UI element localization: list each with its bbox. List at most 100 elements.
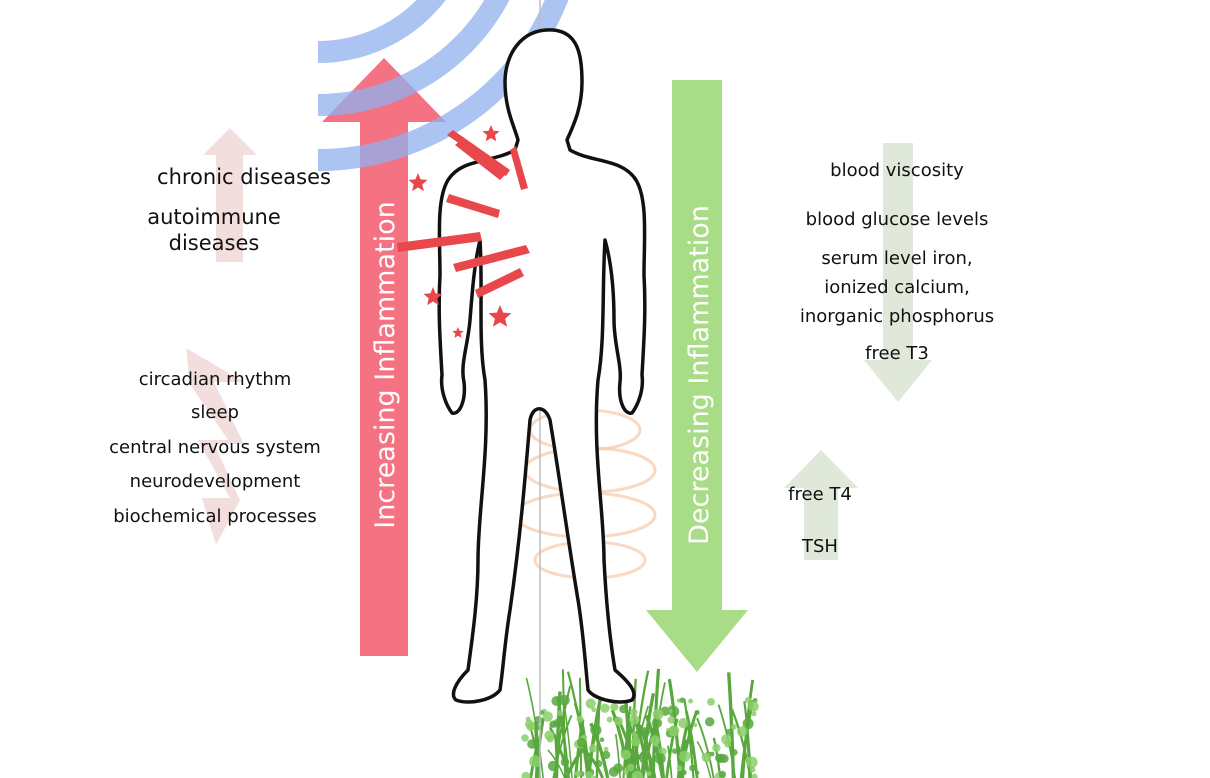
faint-down-arrow-blood (864, 143, 932, 402)
label-autoimmune: autoimmune (147, 205, 281, 229)
label-central-nervous-system: central nervous system (109, 437, 321, 458)
grass-blade (727, 672, 736, 778)
grass-leaf (588, 744, 598, 753)
grass-leaf (705, 717, 715, 727)
grass-leaf (695, 770, 700, 775)
human-silhouette (437, 28, 647, 704)
grass-leaf (676, 765, 683, 772)
label-sleep: sleep (191, 402, 239, 423)
inflammation-burst (397, 125, 530, 338)
grass-leaf (748, 701, 759, 712)
grass-leaf (576, 737, 587, 748)
grass-leaf (651, 717, 663, 729)
grass-leaf (560, 757, 570, 767)
increasing-inflammation-label: Increasing Inflammation (370, 201, 401, 528)
grass-leaf (553, 718, 563, 728)
label-diseases: diseases (168, 231, 260, 255)
grass-leaf (533, 724, 541, 731)
grass-leaf (707, 698, 715, 706)
grass-leaf (749, 766, 756, 773)
grass-leaf (599, 737, 605, 743)
grass-leaf (716, 753, 726, 763)
grass-leaf (629, 708, 638, 717)
grass-leaf (629, 714, 640, 725)
grass-leaf (751, 773, 758, 778)
grass-leaf (668, 725, 680, 737)
grass-leaf (619, 704, 628, 714)
grass-leaf (610, 703, 619, 712)
grass-leaf (601, 750, 611, 760)
grass-leaf (742, 718, 754, 730)
grass-leaf (725, 728, 733, 736)
grass-leaf (631, 737, 641, 747)
grass-leaf (558, 694, 570, 706)
grass-leaf (534, 716, 543, 724)
grass-leaf (737, 726, 748, 737)
label-ionized-calcium: ionized calcium, (824, 277, 970, 298)
grass-leaf (603, 746, 609, 752)
grass-leaf (600, 703, 610, 713)
grass-leaf (679, 750, 691, 762)
grass-leaf (650, 735, 661, 746)
grass-leaf (668, 705, 680, 718)
grass-leaf (613, 763, 624, 774)
grass-leaf (689, 764, 696, 772)
grass-blade (614, 733, 621, 778)
grass-leaf (689, 750, 695, 755)
grass-leaf (556, 710, 564, 717)
grass-leaf (623, 769, 629, 775)
label-inorganic-phosphorus: inorganic phosphorus (799, 306, 995, 327)
grass-leaf (544, 730, 555, 741)
grass-leaf (590, 724, 602, 736)
grass-leaf (585, 698, 596, 709)
grass-leaf (712, 743, 721, 753)
grass-blade (563, 708, 573, 778)
grass-blade (696, 717, 715, 778)
grass-leaf (620, 749, 631, 760)
grass-leaf (606, 716, 613, 723)
grass-blade (631, 705, 650, 778)
faint-up-arrow-thyroid (784, 450, 858, 560)
grass-patch (521, 668, 759, 778)
grass-blade (679, 710, 699, 778)
grass-leaf (709, 751, 715, 757)
faint-zigzag-arrow-circadian (186, 348, 244, 545)
grass-leaf (688, 698, 694, 704)
grass-leaf (688, 739, 693, 745)
grass-leaf (681, 769, 687, 776)
grass-leaf (667, 716, 676, 724)
grass-leaf (652, 708, 664, 720)
decreasing-inflammation-label: Decreasing Inflammation (684, 205, 715, 545)
grass-leaf (521, 734, 529, 742)
grass-leaf (639, 754, 648, 764)
grass-leaf (701, 752, 712, 763)
grass-leaf (585, 771, 593, 778)
grass-leaf (744, 696, 752, 704)
grass-leaf (654, 753, 666, 765)
grass-leaf (547, 760, 559, 772)
increasing-inflammation-arrow: Increasing Inflammation (322, 58, 446, 656)
label-blood-glucose-levels: blood glucose levels (805, 209, 989, 230)
label-serum-level-iron: serum level iron, (821, 248, 973, 269)
grass-leaf (525, 716, 531, 722)
radiation-waves (317, 0, 569, 171)
grass-leaf (633, 753, 640, 760)
grass-leaf (745, 756, 751, 762)
grass-leaf (636, 728, 644, 736)
grass-leaf (693, 722, 698, 728)
grass-leaf (551, 696, 562, 706)
faint-up-arrow-chronic (203, 128, 257, 262)
grass-leaf (721, 734, 732, 745)
grass-leaf (751, 711, 757, 717)
grass-leaf (592, 775, 597, 778)
label-free-t3: free T3 (865, 343, 929, 364)
grass-leaf (678, 717, 689, 729)
grass-leaf (730, 723, 737, 730)
grass-leaf (576, 715, 584, 723)
label-chronic-diseases: chronic diseases (157, 165, 331, 189)
label-free-t4: free T4 (788, 484, 852, 505)
grass-leaf (646, 771, 652, 776)
grass-leaf (631, 770, 643, 778)
